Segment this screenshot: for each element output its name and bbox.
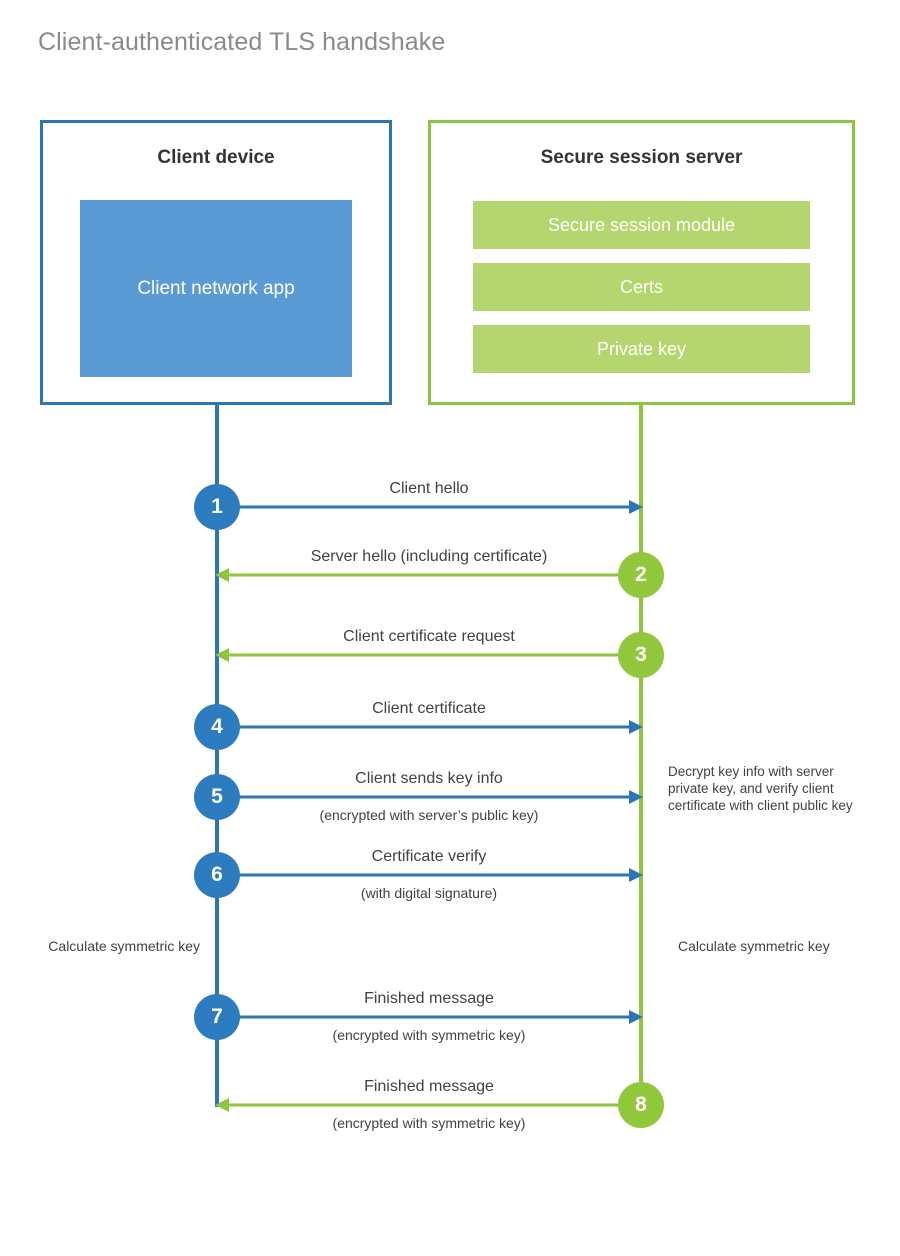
- message-arrow-6: [215, 868, 643, 882]
- step-circle-8: 8: [618, 1082, 664, 1128]
- note-client-calculate-symmetric-key: Calculate symmetric key: [48, 938, 200, 954]
- step-circle-2: 2: [618, 552, 664, 598]
- client-network-app-block: Client network app: [80, 200, 352, 377]
- message-label-7: Finished message: [364, 990, 494, 1007]
- step-circle-6: 6: [194, 852, 240, 898]
- message-arrow-3: [215, 648, 643, 662]
- message-sublabel-5: (encrypted with server’s public key): [319, 807, 539, 823]
- message-label-6: Certificate verify: [371, 848, 487, 865]
- step-circle-1: 1: [194, 484, 240, 530]
- message-sublabel-8: (encrypted with symmetric key): [332, 1115, 526, 1131]
- step-circle-7: 7: [194, 994, 240, 1040]
- server-component-certs: Certs: [473, 263, 810, 311]
- message-arrow-5: [215, 790, 643, 804]
- secure-session-server-box: Secure session server Secure session mod…: [428, 120, 855, 405]
- message-arrow-8: [215, 1098, 643, 1112]
- client-device-title: Client device: [157, 147, 275, 168]
- step-circle-3: 3: [618, 632, 664, 678]
- step-circle-5: 5: [194, 774, 240, 820]
- server-lifeline: [639, 402, 643, 1107]
- note-server-calculate-symmetric-key: Calculate symmetric key: [678, 938, 830, 954]
- message-label-2: Server hello (including certificate): [310, 548, 548, 565]
- message-arrow-7: [215, 1010, 643, 1024]
- page-title: Client-authenticated TLS handshake: [38, 28, 446, 56]
- server-component-secure-session-module: Secure session module: [473, 201, 810, 249]
- message-label-5: Client sends key info: [355, 770, 503, 787]
- note-server-decrypt: Decrypt key info with server private key…: [668, 764, 853, 813]
- message-sublabel-7: (encrypted with symmetric key): [332, 1027, 526, 1043]
- message-label-8: Finished message: [364, 1078, 494, 1095]
- step-circle-4: 4: [194, 704, 240, 750]
- message-arrow-4: [215, 720, 643, 734]
- server-component-private-key: Private key: [473, 325, 810, 373]
- message-arrow-2: [215, 568, 643, 582]
- client-lifeline: [215, 402, 219, 1107]
- message-label-3: Client certificate request: [343, 628, 515, 645]
- message-label-4: Client certificate: [372, 700, 486, 717]
- secure-session-server-title: Secure session server: [540, 147, 743, 168]
- client-device-box: Client device Client network app: [40, 120, 392, 405]
- message-label-1: Client hello: [389, 480, 469, 497]
- message-sublabel-6: (with digital signature): [360, 885, 498, 901]
- message-arrow-1: [215, 500, 643, 514]
